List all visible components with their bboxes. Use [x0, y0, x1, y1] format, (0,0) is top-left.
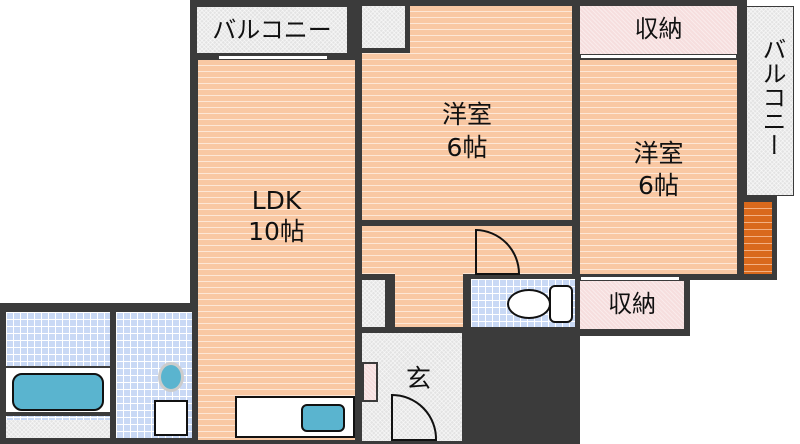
door-swing-toilet: [475, 228, 521, 275]
door-swing-entrance: [391, 393, 438, 441]
storage-top-label: 収納: [634, 15, 683, 43]
toilet-tank-icon: [549, 285, 573, 323]
bathtub-frame: [6, 366, 110, 416]
kitchen-sink-icon: [301, 404, 345, 432]
balcony-top: バルコニー: [196, 6, 348, 54]
storage-bottom: 収納: [580, 281, 684, 329]
entrance-label: 玄: [406, 364, 432, 393]
washing-machine-icon: [154, 400, 188, 436]
storage-top: 収納: [580, 6, 737, 54]
toilet-bowl-icon: [507, 289, 551, 319]
balcony-top-label: バルコニー: [212, 16, 332, 44]
hallway: [362, 226, 572, 274]
closet-top-left-inner: [362, 6, 410, 53]
bath-step: [6, 420, 110, 438]
stairs: [744, 202, 772, 274]
balcony-right-label: バルコニー: [758, 37, 786, 157]
hallway-lower: [395, 270, 463, 327]
western-room-2-name: 洋室: [633, 139, 684, 168]
room-western-2: 洋室 6帖: [580, 60, 737, 274]
ldk-name: LDK: [251, 186, 302, 215]
western-room-1-size: 6帖: [446, 133, 488, 162]
ldk-size: 10帖: [248, 217, 305, 246]
storage-bottom-label: 収納: [608, 290, 656, 318]
entrance: 玄: [362, 333, 462, 441]
kitchen-counter: [235, 396, 355, 438]
western-room-1-name: 洋室: [441, 100, 492, 129]
closet-door-bottom: [580, 276, 680, 281]
balcony-right: バルコニー: [746, 6, 794, 196]
washroom: [116, 312, 192, 438]
closet-hall: [362, 280, 385, 327]
wash-basin-icon: [158, 362, 184, 392]
toilet-room: [471, 279, 575, 327]
western-room-2-size: 6帖: [638, 171, 679, 200]
room-ldk: LDK 10帖: [198, 60, 355, 440]
closet-door-top: [580, 54, 737, 59]
shoe-cabinet: [362, 362, 378, 402]
window-ldk-top: [218, 55, 328, 60]
bathtub-icon: [12, 373, 104, 411]
